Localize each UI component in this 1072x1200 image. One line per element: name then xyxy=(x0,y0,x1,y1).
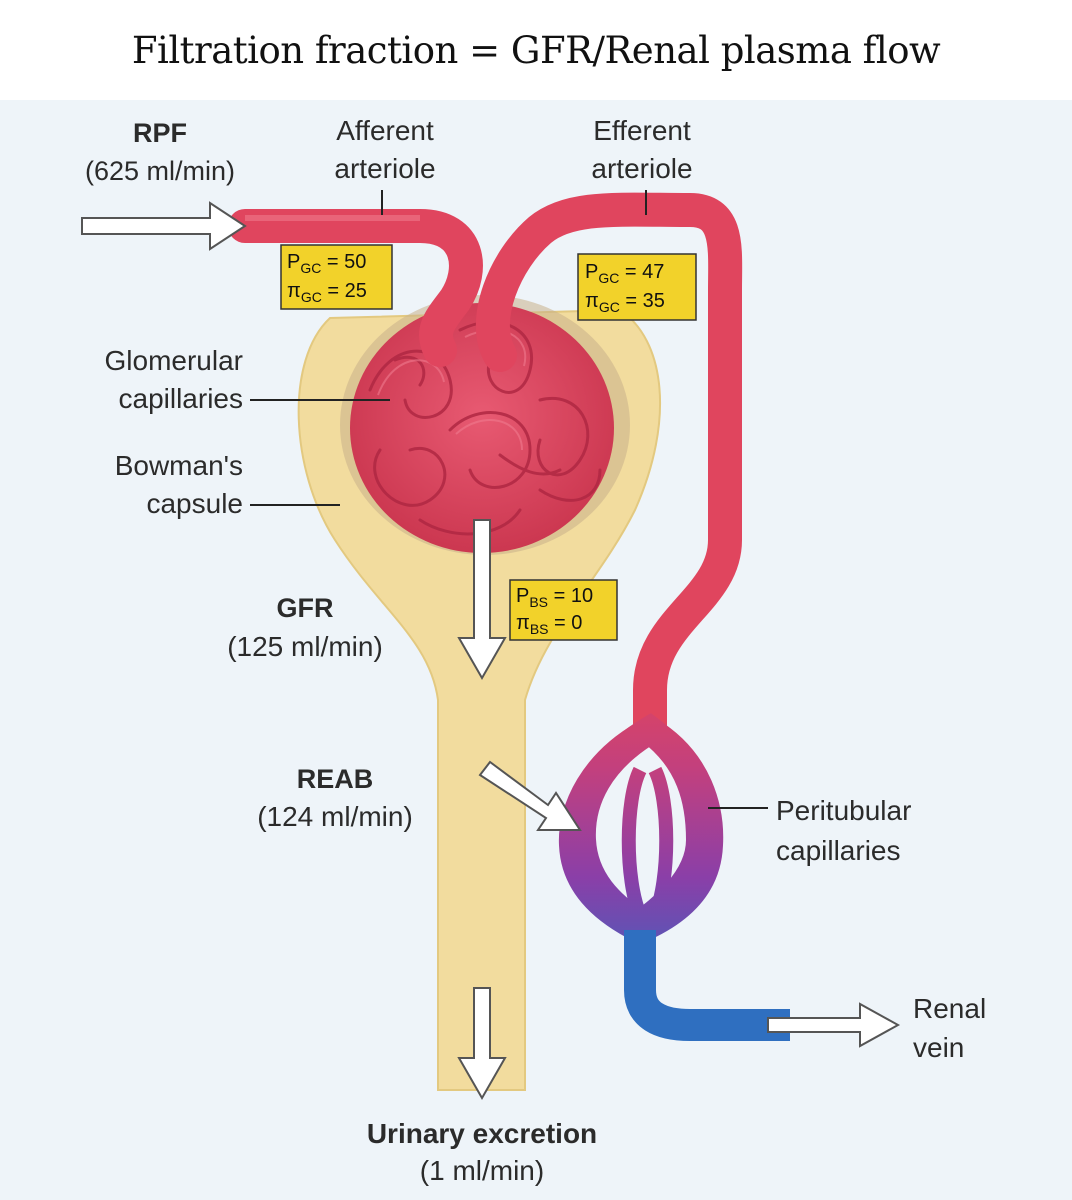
afferent-p-value: = 50 xyxy=(321,251,366,273)
gfr-title: GFR xyxy=(277,593,334,623)
svg-text:πGC = 35: πGC = 35 xyxy=(585,290,665,315)
afferent-arteriole xyxy=(228,209,483,367)
renal-vein-label-2: vein xyxy=(913,1032,964,1063)
peritubular-label-1: Peritubular xyxy=(776,795,911,826)
urinary-value: (1 ml/min) xyxy=(420,1155,544,1186)
renal-vein-label-1: Renal xyxy=(913,993,986,1024)
efferent-label-2: arteriole xyxy=(591,153,692,184)
efferent-p-value: = 47 xyxy=(619,261,664,283)
gfr-value: (125 ml/min) xyxy=(227,631,383,662)
afferent-label-2: arteriole xyxy=(334,153,435,184)
rpf-arrow xyxy=(81,201,247,251)
efferent-pressure-box: PGC = 47 πGC = 35 xyxy=(577,253,697,321)
bowman-p-sub: BS xyxy=(529,594,548,610)
formula-title: Filtration fraction = GFR / Renal plasma… xyxy=(0,0,1072,100)
urinary-arrow xyxy=(457,987,507,1101)
rpf-value: (625 ml/min) xyxy=(85,156,235,186)
peritubular-capillaries xyxy=(558,713,790,1041)
renal-vein-arrow xyxy=(767,1002,901,1048)
reab-title: REAB xyxy=(297,764,374,794)
formula-rhs: Renal plasma flow xyxy=(604,28,941,72)
reab-value: (124 ml/min) xyxy=(257,801,413,832)
afferent-p-symbol: P xyxy=(287,251,300,273)
svg-text:πBS = 0: πBS = 0 xyxy=(516,612,582,637)
peritubular-label-2: capillaries xyxy=(776,835,901,866)
efferent-p-symbol: P xyxy=(585,261,598,283)
gfr-arrow xyxy=(457,519,507,681)
afferent-pi-symbol: π xyxy=(287,280,301,302)
glomerular-label-2: capillaries xyxy=(119,383,244,414)
efferent-label-1: Efferent xyxy=(593,115,691,146)
bowman-pressure-box: PBS = 10 πBS = 0 xyxy=(509,579,618,641)
formula-equals: = xyxy=(469,28,500,72)
efferent-pi-value: = 35 xyxy=(620,290,665,312)
afferent-pi-value: = 25 xyxy=(322,280,367,302)
bowman-label-2: capsule xyxy=(146,488,243,519)
glomerular-capillaries xyxy=(350,303,614,553)
svg-text:PGC = 50: PGC = 50 xyxy=(287,251,366,276)
bowman-p-symbol: P xyxy=(516,585,529,607)
bowman-pi-symbol: π xyxy=(516,612,530,634)
glomerular-label-1: Glomerular xyxy=(105,345,243,376)
rpf-title: RPF xyxy=(133,118,187,148)
efferent-p-sub: GC xyxy=(598,270,619,286)
afferent-pi-sub: GC xyxy=(301,289,322,305)
bowman-p-value: = 10 xyxy=(548,585,593,607)
svg-text:πGC = 25: πGC = 25 xyxy=(287,280,367,305)
efferent-pi-sub: GC xyxy=(599,299,620,315)
afferent-p-sub: GC xyxy=(300,260,321,276)
bowman-label-1: Bowman's xyxy=(115,450,243,481)
reab-arrow xyxy=(478,760,582,831)
afferent-label-1: Afferent xyxy=(336,115,434,146)
efferent-arteriole xyxy=(475,192,743,747)
afferent-pressure-box: PGC = 50 πGC = 25 xyxy=(280,244,393,310)
svg-text:PGC = 47: PGC = 47 xyxy=(585,261,664,286)
urinary-title: Urinary excretion xyxy=(367,1118,597,1149)
formula-lhs: Filtration fraction xyxy=(131,28,459,72)
bowman-pi-sub: BS xyxy=(530,621,549,637)
bowman-pi-value: = 0 xyxy=(549,612,583,634)
formula-gfr: GFR xyxy=(510,28,593,72)
efferent-pi-symbol: π xyxy=(585,290,599,312)
svg-text:PBS = 10: PBS = 10 xyxy=(516,585,593,610)
formula-slash: / xyxy=(592,28,605,72)
